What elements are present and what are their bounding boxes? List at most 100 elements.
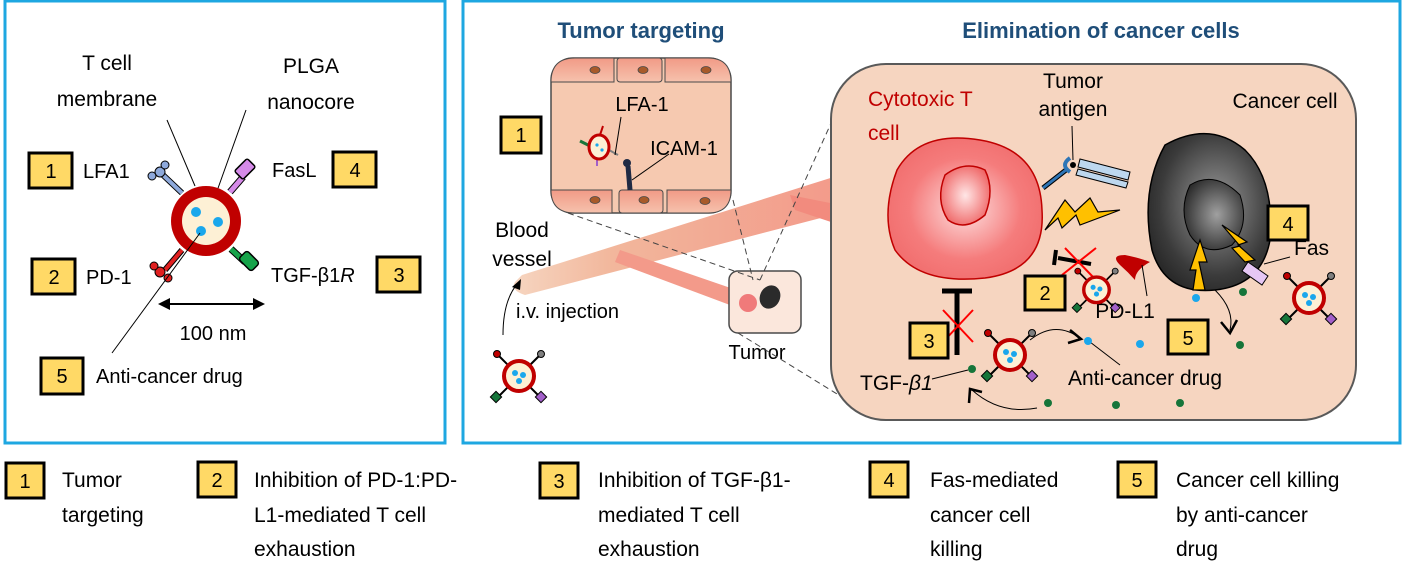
tgf-leader (931, 369, 969, 380)
injection-label: i.v. injection (516, 301, 619, 323)
zoom-line-1 (567, 212, 761, 281)
legend-2-line-2: L1-mediated T cell (254, 504, 426, 527)
drug-leader-b (1089, 341, 1121, 366)
cytotoxic-label-1: Cytotoxic T (868, 88, 973, 111)
legend-4-number: 4 (883, 470, 894, 492)
t-cell-membrane-label-2: membrane (57, 88, 157, 111)
legend: 1 Tumor targeting 2 Inhibition of PD-1:P… (4, 460, 1339, 561)
plga-label-1: PLGA (283, 55, 339, 78)
tumor-cancer-cell-icon (759, 285, 781, 309)
badge-targeting-1 (499, 115, 543, 155)
drug-molecules (1084, 294, 1200, 348)
legend-2-line-3: exhaustion (254, 538, 356, 561)
zoom-line-2 (732, 199, 754, 281)
legend-4-line-2: cancer cell (930, 504, 1030, 527)
badge-2 (30, 257, 77, 296)
lfa1-receptor-icon (147, 160, 185, 196)
blood-vessel-label-2: vessel (492, 248, 552, 271)
panel-a: T cell membrane PLGA nanocore (27, 52, 422, 396)
legend-item-5: 5 Cancer cell killing by anti-cancer dru… (1116, 460, 1339, 561)
legend-5-line-1: Cancer cell killing (1176, 469, 1339, 492)
cancer-cell-label: Cancer cell (1232, 90, 1337, 113)
cytotoxic-label-2: cell (868, 122, 900, 145)
vessel-branch-2 (790, 195, 840, 225)
legend-item-2: 2 Inhibition of PD-1:PD- L1-mediated T c… (196, 460, 457, 561)
title-elimination: Elimination of cancer cells (962, 18, 1240, 43)
lightning-fas-icon (1221, 224, 1257, 263)
legend-1-line-2: targeting (62, 504, 144, 527)
fas-receptor-icon (1241, 261, 1269, 286)
badge-pd (1023, 274, 1067, 312)
title-tumor-targeting: Tumor targeting (557, 18, 724, 43)
legend-2-line-1: Inhibition of PD-1:PD- (254, 469, 457, 492)
cross-pd-1 (1064, 247, 1095, 279)
blood-vessel (513, 175, 840, 295)
fasl-label: FasL (272, 160, 316, 182)
badge-tgf (908, 321, 950, 360)
cross-pd-2 (1061, 247, 1097, 276)
badge-3-number: 3 (393, 265, 404, 287)
badge-1-number: 1 (45, 161, 56, 183)
release-arrowhead-icon (1067, 329, 1084, 345)
legend-3-line-1: Inhibition of TGF-β1- (598, 469, 791, 492)
badge-4-number: 4 (349, 160, 360, 182)
badge-targeting-1-number: 1 (515, 125, 526, 147)
pd1-label: PD-1 (86, 267, 132, 289)
badge-3 (375, 255, 422, 294)
panel-a-border (3, 0, 447, 445)
fas-label: Fas (1294, 237, 1329, 260)
drug-label: Anti-cancer drug (96, 366, 243, 388)
pd-l1-label: PD-L1 (1095, 300, 1155, 323)
injection-arrowhead-icon (512, 279, 521, 290)
tumor-antigen-label-1: Tumor (1043, 70, 1103, 93)
badge-drug-number: 5 (1182, 328, 1193, 350)
badge-4 (331, 150, 378, 189)
tgfb1r-receptor-icon (228, 246, 260, 272)
legend-3-line-3: exhaustion (598, 538, 700, 561)
zoom-line-3 (759, 109, 838, 281)
nanoparticle-icon (171, 186, 241, 256)
tgf-b1-molecule (968, 365, 976, 373)
legend-item-4: 4 Fas-mediated cancer cell killing (868, 460, 1058, 561)
t-cell-nucleus (939, 165, 991, 226)
lfa1-label: LFA1 (83, 161, 130, 183)
icam-1-icon (623, 159, 633, 191)
endothelial-cells-bottom (550, 189, 732, 214)
tumor-antigen-label-2: antigen (1039, 98, 1108, 121)
tgf-b1-label: TGF-β1 (860, 372, 933, 395)
tumor-label: Tumor (728, 342, 785, 364)
panel-b-border (461, 0, 1402, 445)
badge-pd-number: 2 (1039, 283, 1050, 305)
legend-5-line-2: by anti-cancer (1176, 504, 1308, 527)
lfa-1-label: LFA-1 (615, 94, 668, 116)
legend-item-1: 1 Tumor targeting (4, 461, 144, 527)
legend-5-number: 5 (1131, 470, 1142, 492)
scale-arrow-right-icon (253, 298, 265, 310)
tcr-antigen-icon (1041, 156, 1131, 190)
tgf-molecules (1044, 288, 1247, 409)
inhibition-cap-pd (1052, 249, 1058, 266)
badge-1 (27, 151, 74, 190)
zoom-line-4 (737, 332, 856, 406)
badge-5-number: 5 (56, 366, 67, 388)
membrane-leader (166, 119, 196, 187)
drug-action-arrowhead-icon (1220, 319, 1239, 336)
pd-l1-icon (1116, 255, 1150, 280)
blood-vessel-label-1: Blood (495, 219, 549, 242)
drug-action-arrow (1214, 289, 1232, 331)
legend-3-line-2: mediated T cell (598, 504, 740, 527)
scale-arrow-left-icon (158, 298, 170, 310)
panel-b-targeting: Tumor targeting LFA-1 ICAM-1 (488, 18, 856, 406)
drug-leader (111, 232, 201, 354)
endothelial-cells-top (550, 57, 732, 83)
scale-label: 100 nm (180, 323, 247, 345)
icam-leader (631, 153, 670, 181)
fas-leader (1263, 256, 1291, 265)
small-nanoparticle-icon (579, 125, 619, 166)
tumor-t-cell-icon (739, 294, 757, 312)
lfa-leader (614, 116, 622, 156)
badge-tgf-number: 3 (923, 331, 934, 353)
badge-2-number: 2 (48, 267, 59, 289)
legend-5-line-3: drug (1176, 538, 1218, 561)
